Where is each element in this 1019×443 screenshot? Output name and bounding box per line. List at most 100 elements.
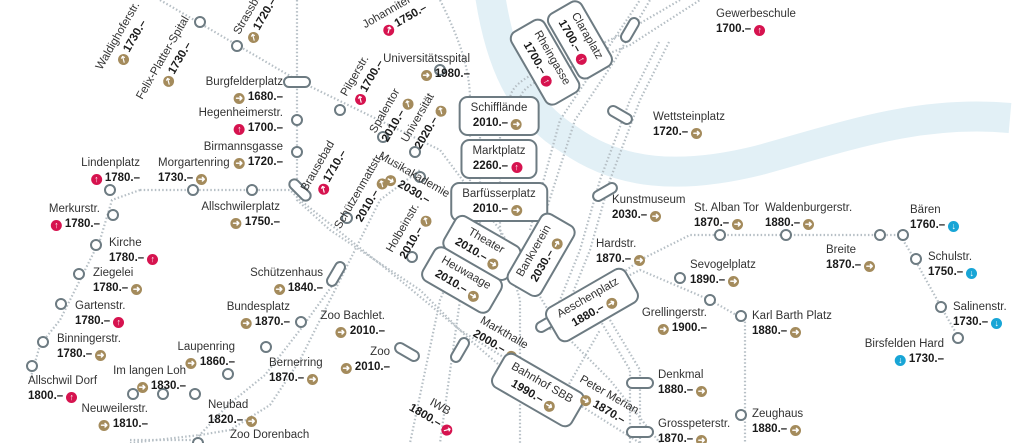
station-marker[interactable] [674, 272, 686, 284]
station-marker[interactable] [260, 341, 272, 353]
station-label[interactable]: Gartenstr.1780.–↑ [75, 299, 127, 329]
station-marker[interactable] [334, 104, 346, 116]
station-label[interactable]: Zoo➜2010.– [338, 345, 390, 375]
station-marker[interactable] [90, 239, 102, 251]
station-marker[interactable] [37, 336, 49, 348]
station-marker[interactable] [409, 146, 421, 158]
station-marker[interactable] [295, 316, 307, 328]
station-marker[interactable] [187, 184, 199, 196]
interchange-marker[interactable] [591, 181, 619, 203]
interchange-marker[interactable] [626, 377, 654, 389]
station-marker[interactable] [73, 268, 85, 280]
arrow-right-icon: ➜ [136, 382, 148, 393]
station-marker[interactable] [434, 64, 446, 76]
station-marker[interactable] [231, 40, 243, 52]
station-label[interactable]: Laupenring➜1860.– [177, 340, 235, 370]
station-marker[interactable] [406, 251, 418, 263]
station-marker[interactable] [704, 294, 716, 306]
station-label[interactable]: Binningerstr.1780.–➜ [57, 332, 121, 362]
station-label[interactable]: Waldenburgerstr.1880.–➜ [765, 201, 852, 231]
station-marker[interactable] [897, 229, 909, 241]
station-label[interactable]: Schützenhaus➜1840.– [250, 266, 323, 296]
station-marker[interactable] [874, 229, 886, 241]
station-marker[interactable] [107, 209, 119, 221]
station-marker[interactable] [55, 298, 67, 310]
arrow-right-icon: ➜ [549, 236, 565, 252]
station-marker[interactable] [952, 332, 964, 344]
station-label[interactable]: Grosspeterstr.1870.–➜ [658, 417, 730, 443]
station-label[interactable]: Merkurstr.↑1780.– [48, 202, 100, 232]
station-marker[interactable] [26, 360, 38, 372]
station-marker[interactable] [910, 253, 922, 265]
station-label[interactable]: Hegenheimerstr.↑1700.– [199, 106, 283, 136]
station-marker[interactable] [189, 388, 201, 400]
interchange-marker[interactable] [606, 104, 634, 126]
station-label[interactable]: Allschwilerplatz➜1750.– [201, 200, 280, 230]
station-marker[interactable] [104, 184, 116, 196]
station-label[interactable]: Universitätsspital➜1980.– [383, 52, 470, 82]
station-marker[interactable] [341, 212, 353, 224]
interchange-marker[interactable] [283, 76, 311, 88]
station-label[interactable]: Schulstr.1750.–↓ [928, 250, 980, 280]
station-marker[interactable] [291, 114, 303, 126]
station-name: Schützenhaus [250, 267, 323, 279]
arrow-down-icon: ↓ [948, 221, 960, 232]
station-marker[interactable] [246, 184, 258, 196]
station-marker[interactable] [291, 146, 303, 158]
station-marker[interactable] [735, 409, 747, 421]
arrow-right-icon: ➜ [732, 219, 744, 230]
interchange-marker[interactable] [449, 336, 471, 364]
station-label[interactable]: Burgfelderplatz➜1680.– [206, 75, 283, 105]
station-marker[interactable] [414, 171, 426, 183]
station-price: 1870.– [826, 259, 862, 271]
interchange-marker[interactable] [325, 260, 347, 288]
station-marker[interactable] [157, 388, 169, 400]
station-label[interactable]: Lindenplatz↑1780.– [81, 156, 140, 186]
station-marker[interactable] [714, 229, 726, 241]
station-label[interactable]: Salinenstr.1730.–↓ [953, 300, 1007, 330]
station-label[interactable]: Zoo Bachlet.➜2010.– [320, 309, 385, 339]
station-marker[interactable] [194, 16, 206, 28]
station-label[interactable]: Zoo Dorenbach [230, 428, 309, 443]
station-label[interactable]: Birsfelden Hard↓1730.– [865, 337, 944, 367]
station-marker[interactable] [377, 131, 389, 143]
station-price: 1980.– [434, 68, 470, 80]
station-marker[interactable] [222, 368, 234, 380]
station-label[interactable]: Bundesplatz➜1870.– [227, 300, 290, 330]
interchange-marker[interactable] [393, 341, 421, 363]
station-label[interactable]: Neuweilerstr.➜1810.– [82, 402, 148, 432]
station-marker[interactable] [735, 310, 747, 322]
station-name: Zoo Dorenbach [230, 429, 310, 441]
station-label[interactable]: Birmannsgasse➜1720.– [204, 140, 283, 170]
interchange-marker[interactable] [626, 426, 654, 438]
station-marker[interactable] [780, 229, 792, 241]
station-marker[interactable] [935, 301, 947, 313]
station-marker[interactable] [127, 388, 139, 400]
station-marker[interactable] [192, 437, 204, 443]
station-name: Bären [910, 204, 941, 216]
station-label[interactable]: Hardstr.1870.–➜ [596, 237, 648, 267]
station-label[interactable]: Grellingerstr.➜1900.– [642, 306, 707, 336]
interchange-marker[interactable] [619, 16, 641, 44]
station-label[interactable]: Im langen Loh➜1830.– [113, 364, 186, 394]
interchange-marker[interactable] [287, 177, 312, 202]
